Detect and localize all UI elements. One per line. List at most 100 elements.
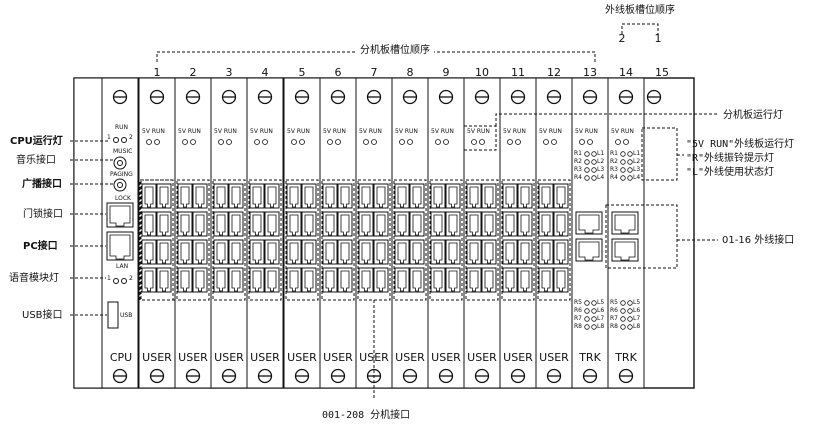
ext-port-9-3-socket <box>433 214 443 236</box>
ext-port-6-3 <box>322 211 338 237</box>
trk-14-line-label-7: L7 <box>633 315 641 322</box>
ext-port-12-8 <box>553 267 569 293</box>
ext-port-6-1-socket <box>325 186 335 208</box>
ext-port-1-3-socket <box>144 214 154 236</box>
trk-13-line-led-8 <box>591 324 597 330</box>
card-10-run-leds-b <box>479 139 485 145</box>
ext-port-7-7 <box>358 267 374 293</box>
cpu-run-led-2 <box>121 137 127 143</box>
cpu-run-num-2: 2 <box>129 134 133 141</box>
outer-order-title: 外线板槽位顺序 <box>605 5 675 16</box>
card-5-run-leds-b <box>299 139 305 145</box>
ext-port-2-6 <box>192 239 208 265</box>
ext-port-9-5 <box>430 239 446 265</box>
ext-port-1-6-socket <box>159 242 169 264</box>
slot-number-7: 7 <box>370 66 378 79</box>
ext-port-3-3-socket <box>216 214 226 236</box>
ext-port-4-1-socket <box>252 186 262 208</box>
ext-port-5-5-socket <box>289 242 299 264</box>
ext-port-3-7-socket <box>216 270 226 292</box>
lan-rj45-socket <box>109 234 131 260</box>
ext-port-11-5 <box>502 239 518 265</box>
card-5-run-leds-a <box>291 139 297 145</box>
ext-port-8-4-socket <box>412 214 422 236</box>
slot-number-4: 4 <box>261 66 269 79</box>
voice-module-light-label: 语音模块灯 <box>9 273 59 284</box>
ext-port-9-4 <box>445 211 461 237</box>
ext-port-6-8 <box>337 267 353 293</box>
ext-port-4-7 <box>249 267 265 293</box>
paging-jack-core <box>117 182 123 188</box>
card-11-run-leds-a <box>507 139 513 145</box>
ext-port-1-3 <box>141 211 157 237</box>
ext-port-10-2-socket <box>484 186 494 208</box>
ext-port-2-6-socket <box>195 242 205 264</box>
outer-order-num-1: 1 <box>654 32 662 45</box>
ext-port-1-1-socket <box>144 186 154 208</box>
ext-port-5-6 <box>301 239 317 265</box>
ext-port-5-1-socket <box>289 186 299 208</box>
cpu-run-light-label: CPU运行灯 <box>10 136 63 147</box>
trk-13-line-led-2 <box>591 159 597 165</box>
card-14-run-leds-b <box>623 139 629 145</box>
ext-port-10-6-socket <box>484 242 494 264</box>
trk-14-ring-label-2: R2 <box>610 158 618 165</box>
trk-13-line-label-6: L6 <box>597 307 605 314</box>
ext-port-1-2 <box>156 183 172 209</box>
trk-14-ring-led-6 <box>620 308 626 314</box>
ext-port-4-3 <box>249 211 265 237</box>
ext-port-11-6-socket <box>520 242 530 264</box>
ext-port-3-1-socket <box>216 186 226 208</box>
ext-port-group-5 <box>285 179 319 301</box>
lan-text: LAN <box>116 263 129 270</box>
ext-port-9-5-socket <box>433 242 443 264</box>
cpu-run-led-1 <box>113 137 119 143</box>
trk-13-ring-led-5 <box>584 300 590 306</box>
outer-order-num-2: 2 <box>618 32 626 45</box>
ext-port-group-10 <box>465 179 499 301</box>
card-2-led-label: 5V RUN <box>178 128 201 135</box>
trk-13-ring-led-1 <box>584 151 590 157</box>
ext-port-8-2-socket <box>412 186 422 208</box>
lan-rj45 <box>106 231 134 261</box>
ext-port-group-2 <box>176 179 210 301</box>
ext-port-group-1 <box>140 179 174 301</box>
card-4-led-label: 5V RUN <box>250 128 273 135</box>
ext-port-group-6 <box>321 179 355 301</box>
card-1-run-leds-a <box>146 139 152 145</box>
ext-port-2-4 <box>192 211 208 237</box>
ext-port-6-8-socket <box>340 270 350 292</box>
card-10-led-label: 5V RUN <box>467 128 490 135</box>
trk-14-line-label-4: L4 <box>633 174 641 181</box>
card-13-run-leds-b <box>587 139 593 145</box>
card-2-run-leds-a <box>182 139 188 145</box>
trk-13-ring-led-3 <box>584 167 590 173</box>
ext-run-light-leader <box>495 113 718 126</box>
ext-port-4-2-socket <box>267 186 277 208</box>
ext-port-6-4-socket <box>340 214 350 236</box>
trk-light-label-1: "5V RUN"外线板运行灯 <box>686 139 795 150</box>
trk-14-ring-led-2 <box>620 159 626 165</box>
card-6-led-label: 5V RUN <box>323 128 346 135</box>
card-7-led-label: 5V RUN <box>359 128 382 135</box>
ext-run-light-box <box>463 125 497 151</box>
music-port-label: 音乐接口 <box>16 155 56 166</box>
ext-port-6-2-socket <box>340 186 350 208</box>
ext-port-8-5 <box>394 239 410 265</box>
trk-13-ring-label-6: R6 <box>574 307 582 314</box>
ext-port-9-4-socket <box>448 214 458 236</box>
ext-port-8-1-socket <box>397 186 407 208</box>
ext-port-12-5 <box>538 239 554 265</box>
trk-14-line-label-1: L1 <box>633 150 641 157</box>
ext-port-3-2-socket <box>231 186 241 208</box>
ext-port-6-7 <box>322 267 338 293</box>
ext-port-2-2-socket <box>195 186 205 208</box>
trk-13-line-led-4 <box>591 175 597 181</box>
ext-port-3-7 <box>213 267 229 293</box>
trk-13-ring-led-4 <box>584 175 590 181</box>
trk-14-line-label-2: L2 <box>633 158 641 165</box>
trk-13-line-led-1 <box>591 151 597 157</box>
ext-port-4-5-socket <box>252 242 262 264</box>
ext-port-2-8 <box>192 267 208 293</box>
